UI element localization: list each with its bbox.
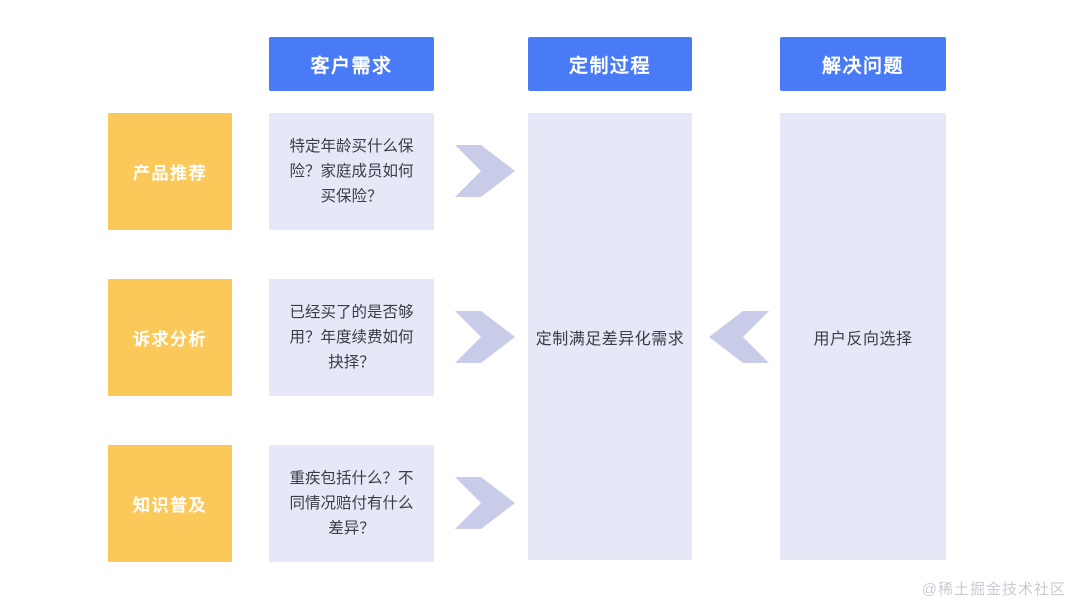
panel-customization-process-label: 定制满足差异化需求 (535, 330, 685, 348)
category-block-product-recommendation: 产品推荐 (108, 113, 232, 230)
question-card-2-text: 已经买了的是否够用？年度续费如何抉择？ (289, 303, 414, 372)
column-header-customer-demand: 客户需求 (269, 37, 434, 91)
question-card-2: 已经买了的是否够用？年度续费如何抉择？ (269, 279, 434, 396)
watermark: @稀土掘金技术社区 (921, 581, 1066, 598)
panel-solve-problem: 用户反向选择 (780, 113, 946, 560)
category-block-knowledge-popularization: 知识普及 (108, 445, 232, 562)
question-card-1: 特定年龄买什么保险？家庭成员如何买保险？ (269, 113, 434, 230)
question-card-3-text: 重疾包括什么？不同情况赔付有什么差异？ (289, 469, 414, 538)
question-card-3: 重疾包括什么？不同情况赔付有什么差异？ (269, 445, 434, 562)
column-header-solve-problem: 解决问题 (780, 37, 946, 91)
arrow-right-icon-2 (455, 309, 515, 365)
arrow-right-icon-3 (455, 475, 515, 531)
panel-customization-process: 定制满足差异化需求 (528, 113, 692, 560)
column-header-customization-process: 定制过程 (528, 37, 692, 91)
category-block-demand-analysis: 诉求分析 (108, 279, 232, 396)
panel-solve-problem-label: 用户反向选择 (813, 330, 913, 348)
arrow-left-icon-1 (709, 309, 769, 365)
arrow-right-icon-1 (455, 143, 515, 199)
question-card-1-text: 特定年龄买什么保险？家庭成员如何买保险？ (289, 137, 414, 206)
